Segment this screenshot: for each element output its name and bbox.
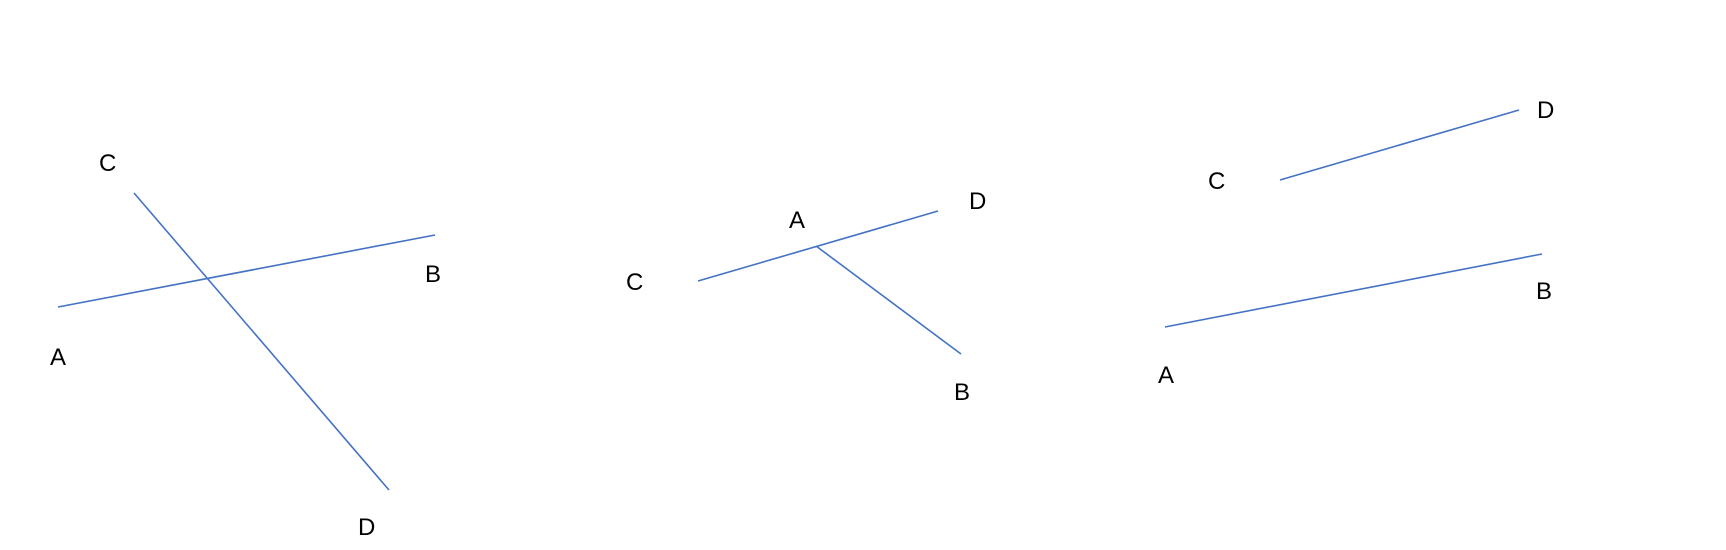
- point-label-d: D: [358, 514, 375, 541]
- panel-touching: A B C D: [626, 188, 986, 406]
- point-label-b: B: [425, 261, 441, 288]
- point-label-d: D: [1537, 97, 1554, 124]
- segment-cd: [697, 210, 939, 282]
- point-label-a: A: [1158, 362, 1174, 389]
- segment-ab: [1164, 253, 1543, 328]
- segment-cd: [1279, 109, 1520, 181]
- segment-ab: [57, 234, 436, 308]
- segment-cd: [133, 192, 390, 491]
- point-label-b: B: [954, 379, 970, 406]
- point-label-d: D: [969, 188, 986, 215]
- point-label-a: A: [50, 344, 66, 371]
- point-label-c: C: [99, 150, 116, 177]
- panel-separate: A B C D: [1158, 97, 1554, 389]
- point-label-a: A: [789, 207, 805, 234]
- point-label-b: B: [1536, 278, 1552, 305]
- panel-intersecting: A B C D: [50, 150, 441, 541]
- point-label-c: C: [1208, 168, 1225, 195]
- point-label-c: C: [626, 269, 643, 296]
- segment-ab: [815, 245, 962, 355]
